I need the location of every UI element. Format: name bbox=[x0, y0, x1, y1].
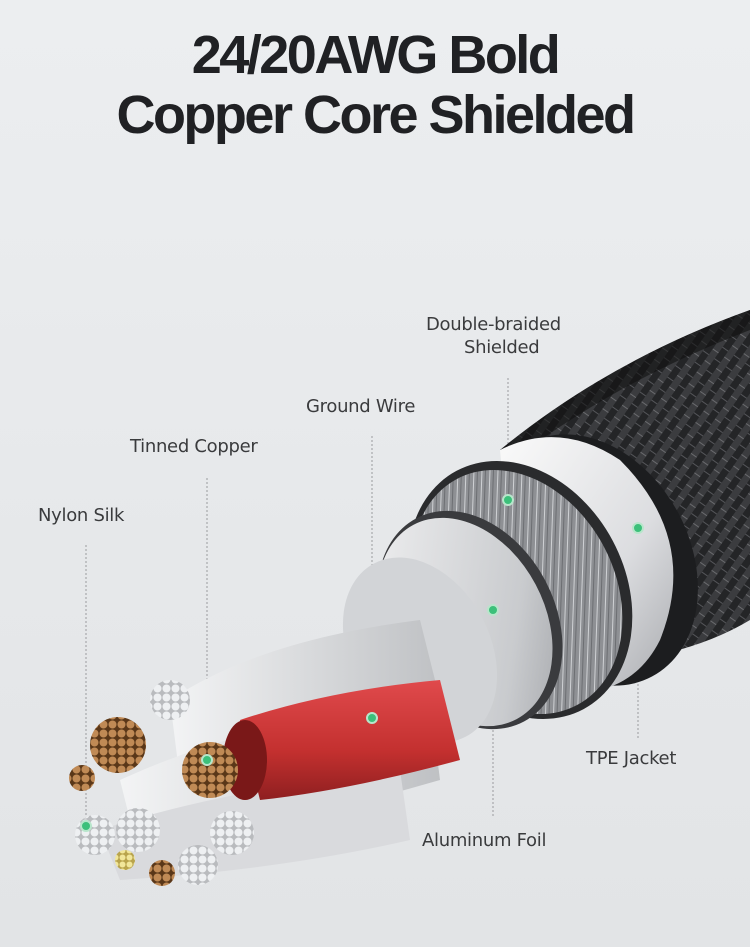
headline-line-2: Copper Core Shielded bbox=[116, 85, 636, 145]
label-ground-wire: Ground Wire bbox=[306, 396, 416, 417]
copper-strand-end bbox=[90, 717, 146, 773]
label-tpe-jacket: TPE Jacket bbox=[586, 748, 677, 769]
copper-strand-end bbox=[69, 765, 95, 791]
copper-strand-end bbox=[182, 742, 238, 798]
marker-ground-wire bbox=[366, 712, 378, 724]
label-aluminum-foil: Aluminum Foil bbox=[422, 830, 547, 851]
marker-nylon-silk bbox=[80, 820, 92, 832]
tinned-strand-end bbox=[210, 811, 254, 855]
marker-double-braided bbox=[502, 494, 514, 506]
marker-tpe-jacket bbox=[632, 522, 644, 534]
copper-strand-end bbox=[149, 860, 175, 886]
label-double-braided-line1: Double-braided bbox=[426, 314, 561, 335]
nylon-silk-end bbox=[115, 850, 135, 870]
label-nylon-silk: Nylon Silk bbox=[38, 505, 125, 526]
tinned-strand-end bbox=[178, 845, 218, 885]
strand-ends bbox=[69, 680, 254, 886]
marker-tinned-copper bbox=[201, 754, 213, 766]
tinned-strand-end bbox=[150, 680, 190, 720]
tinned-strand-end bbox=[75, 815, 115, 855]
tinned-strand-end bbox=[116, 808, 160, 852]
label-tinned-copper: Tinned Copper bbox=[130, 436, 258, 457]
marker-aluminum-foil bbox=[487, 604, 499, 616]
label-double-braided-line2: Shielded bbox=[464, 337, 540, 358]
headline-line-1: 24/20AWG Bold bbox=[191, 25, 561, 85]
marker-dots bbox=[80, 494, 644, 832]
